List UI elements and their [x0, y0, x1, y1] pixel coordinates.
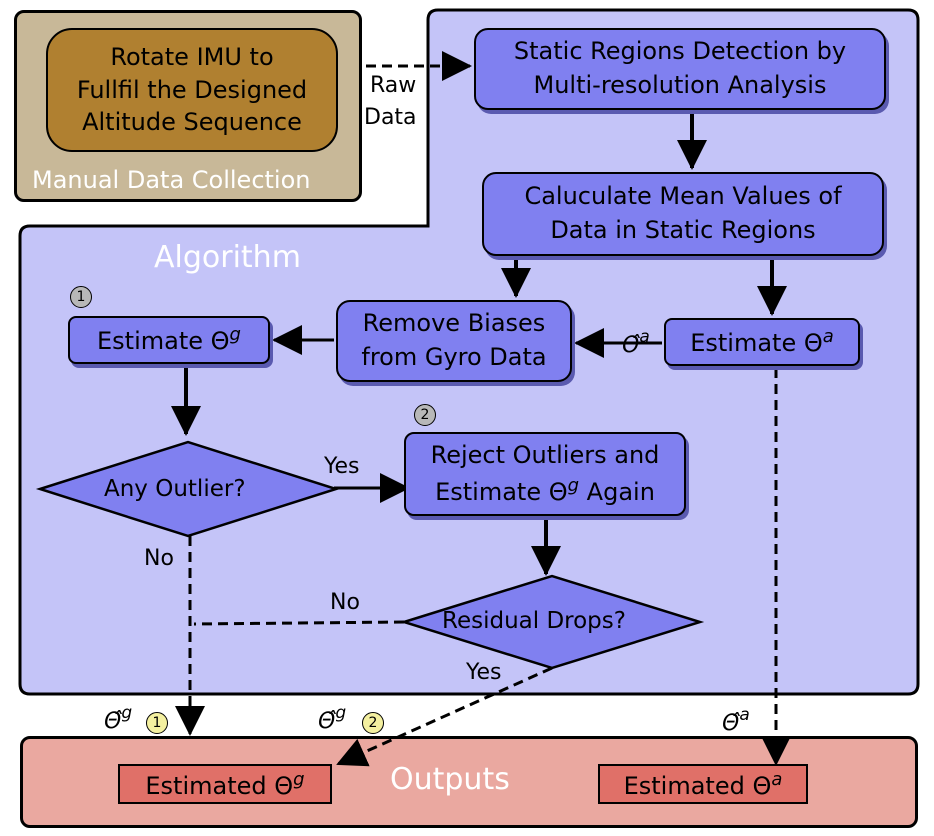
theta-hat-g-label-1: Θ̂g [104, 703, 132, 734]
estimate-theta-a-box: Estimate Θa [664, 318, 860, 366]
estimate-theta-g-sup: g [229, 323, 241, 345]
manual-panel-label: Manual Data Collection [32, 166, 311, 194]
output-step-1-badge: 1 [146, 712, 168, 734]
theta-hat-a-label-1: Θ̂a [622, 327, 650, 358]
data-label: Data [364, 104, 417, 130]
step-1-badge: 1 [70, 286, 92, 308]
estimate-theta-g-text: Estimate Θg [97, 322, 241, 359]
no-label-outlier: No [144, 546, 174, 571]
estimate-theta-a-text: Estimate Θa [690, 324, 834, 361]
raw-label: Raw [370, 73, 417, 98]
mean-values-box: Caluculate Mean Values of Data in Static… [482, 172, 884, 256]
no-label-residual: No [330, 590, 360, 615]
mean-values-line-1: Caluculate Mean Values of [524, 182, 842, 211]
reject-outliers-line-1: Reject Outliers and [430, 440, 660, 469]
estimated-theta-a-label: Estimated Θ [623, 771, 772, 800]
theta-hat-g-label-2: Θ̂g [318, 703, 346, 734]
rotate-imu-line-1: Rotate IMU to [110, 43, 274, 72]
output-step-2-badge: 2 [362, 712, 384, 734]
estimated-theta-a-text: Estimated Θa [624, 769, 783, 800]
estimated-theta-g-sup: g [293, 768, 305, 790]
remove-biases-line-1: Remove Biases [362, 309, 546, 338]
reject-outliers-sup: g [567, 474, 580, 496]
remove-biases-line-2: from Gyro Data [361, 343, 547, 371]
estimate-theta-a-sup: a [822, 325, 834, 347]
theta-hat-a-label-2: Θ̂a [722, 705, 750, 736]
estimated-theta-g-output: Estimated Θg [118, 764, 332, 804]
static-regions-box: Static Regions Detection by Multi-resolu… [474, 28, 886, 110]
remove-biases-box: Remove Biases from Gyro Data [336, 300, 572, 382]
step-2-badge: 2 [414, 404, 436, 426]
residual-drops-diamond [399, 574, 705, 670]
rotate-imu-box: Rotate IMU to Fullfil the Designed Altit… [46, 28, 338, 152]
static-regions-line-1: Static Regions Detection by [513, 37, 847, 66]
estimate-theta-a-label: Estimate Θ [690, 328, 823, 357]
estimated-theta-a-output: Estimated Θa [598, 764, 808, 804]
estimated-theta-g-label: Estimated Θ [145, 771, 294, 800]
reject-outliers-again: Again [579, 477, 655, 506]
residual-drops-text: Residual Drops? [442, 608, 626, 634]
reject-outliers-estimate: Estimate Θ [435, 477, 568, 506]
reject-outliers-line-2: Estimate Θg Again [435, 473, 655, 510]
estimate-theta-g-label: Estimate Θ [97, 326, 230, 355]
static-regions-line-2: Multi-resolution Analysis [533, 71, 827, 99]
rotate-imu-line-3: Altitude Sequence [82, 108, 302, 137]
any-outlier-diamond [35, 440, 341, 538]
yes-label-outlier: Yes [324, 454, 360, 479]
yes-label-residual: Yes [466, 660, 502, 685]
any-outlier-text: Any Outlier? [104, 476, 246, 502]
estimated-theta-a-sup: a [771, 768, 783, 790]
mean-values-line-2: Data in Static Regions [550, 216, 816, 244]
algorithm-label: Algorithm [154, 240, 301, 275]
reject-outliers-box: Reject Outliers and Estimate Θg Again [404, 432, 686, 516]
raw-data-label: Raw Data [364, 70, 417, 134]
estimated-theta-g-text: Estimated Θg [145, 769, 304, 800]
estimate-theta-g-box: Estimate Θg [68, 316, 270, 364]
rotate-imu-line-2: Fullfil the Designed [76, 75, 308, 104]
outputs-label: Outputs [390, 762, 510, 797]
